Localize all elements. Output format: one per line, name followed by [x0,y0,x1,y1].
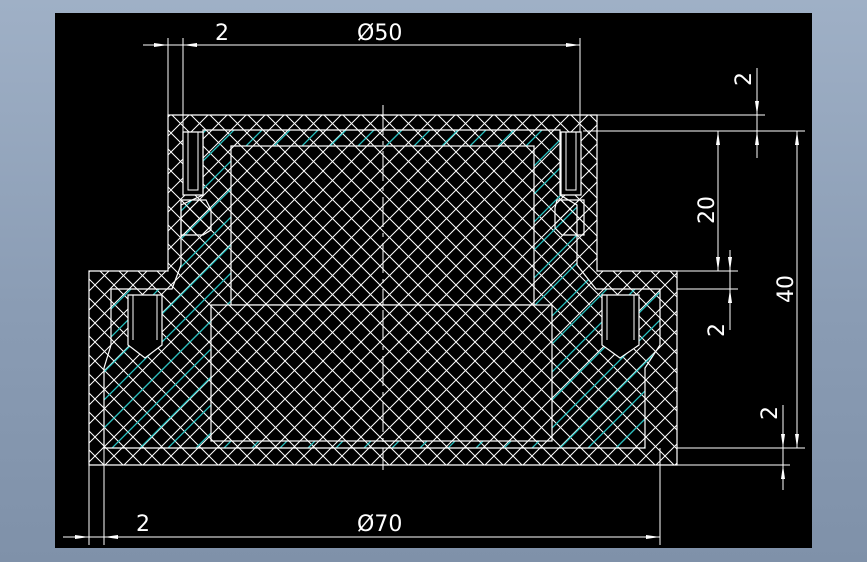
dimension-arrows [75,43,799,539]
cad-viewport[interactable]: 2 Ø50 2 Ø70 2 20 2 40 2 [55,13,812,548]
left-notch [180,199,212,236]
left-top-slot [182,131,204,196]
dim-right-mid-height: 20 [695,196,720,224]
dim-right-bottom-gap: 2 [758,406,783,420]
dim-top-diameter: Ø50 [357,21,402,46]
dim-bottom-left-gap: 2 [136,512,150,537]
dim-top-left-gap: 2 [215,21,229,46]
dim-right-lower-gap: 2 [705,323,730,337]
right-bolt-hole [601,294,640,359]
dim-right-top-gap: 2 [732,72,757,86]
left-bolt-hole [127,294,163,359]
right-top-slot [560,131,582,196]
dimension-lines [63,38,805,545]
dim-bottom-diameter: Ø70 [357,512,402,537]
right-notch [554,199,585,236]
dim-right-total-height: 40 [774,275,799,303]
cross-section-drawing: 2 Ø50 2 Ø70 2 20 2 40 2 [63,21,805,545]
